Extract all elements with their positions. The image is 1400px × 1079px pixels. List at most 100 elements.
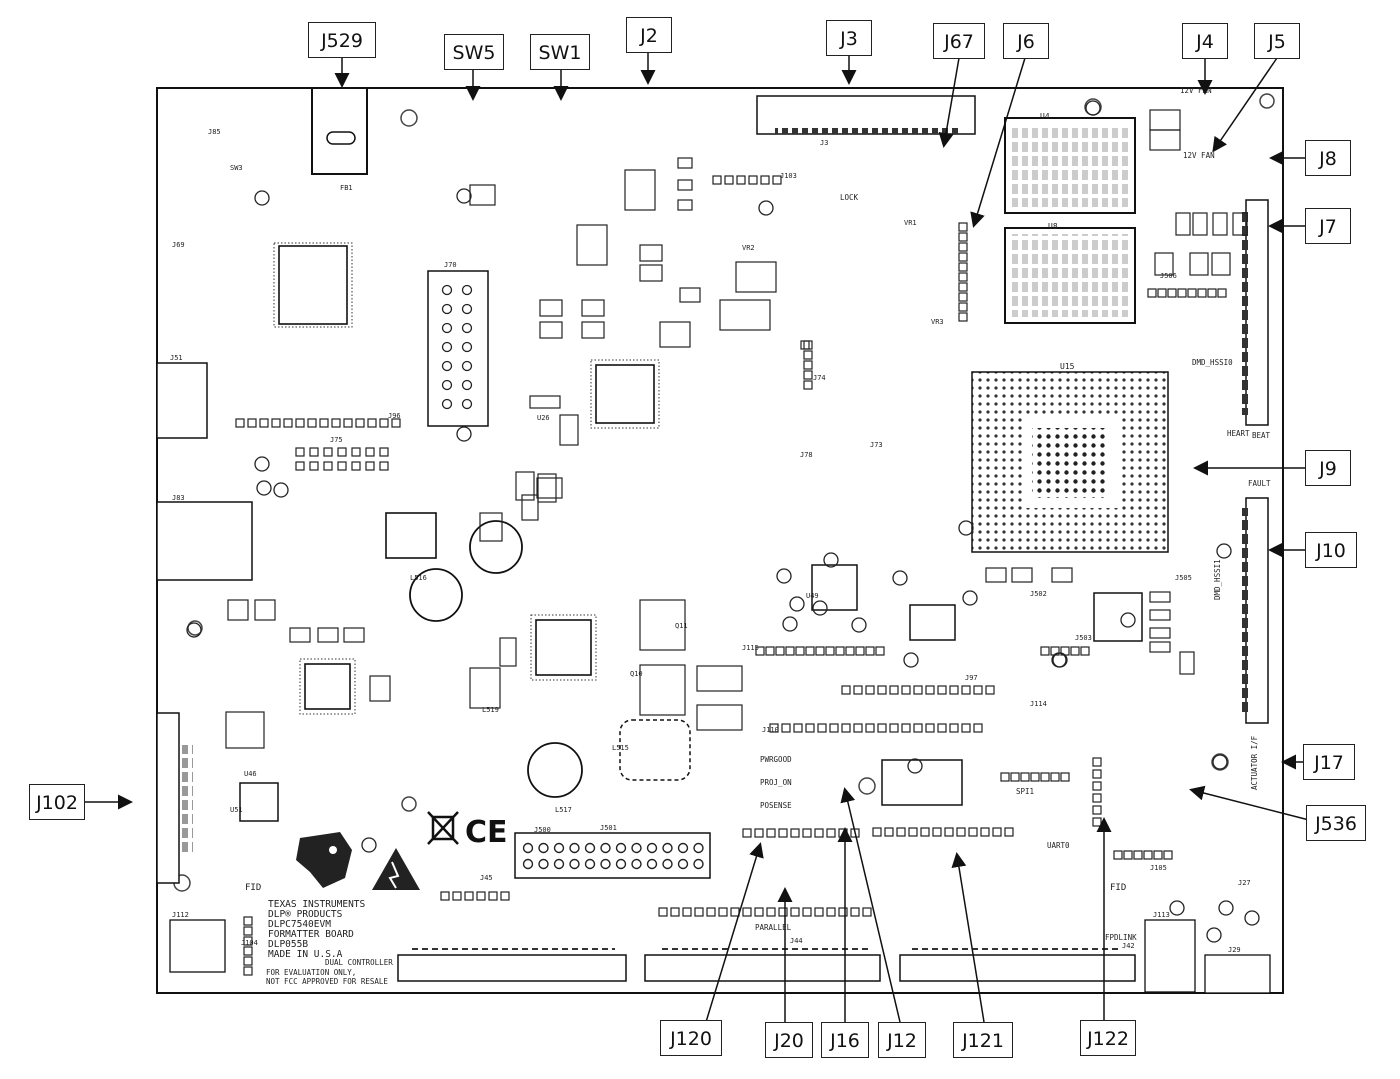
j112-label: J112 [172,911,189,919]
j500-connector [397,948,627,982]
callout-leaders [80,51,1310,1023]
u26-label: U26 [537,414,550,422]
j85-label: J85 [208,128,221,136]
callout-j17: J17 [1303,744,1355,780]
callout-j5: J5 [1254,23,1300,59]
j500-label: J500 [534,826,551,834]
callout-j2: J2 [626,17,672,53]
j114-label: J114 [1030,700,1047,708]
j110-label: J110 [762,726,779,734]
l516-label: L516 [410,574,427,582]
j501-label: J501 [600,824,617,832]
j29-label: J29 [1228,946,1241,954]
j113-label: J113 [1153,911,1170,919]
j78-label: J78 [800,451,813,459]
j44-connector [644,948,881,982]
callout-j7: J7 [1305,208,1351,244]
u15-label: U15 [1060,362,1075,371]
j97-label: J97 [965,674,978,682]
silk-products: DLP® PRODUCTS [268,909,343,920]
silk-actuator: ACTUATOR I/F [1250,735,1259,790]
j73-label: J73 [870,441,883,449]
callout-j102: J102 [29,784,85,820]
j506-label: J506 [1160,272,1177,280]
fb1-label: FB1 [340,184,353,192]
j42-label: J42 [1122,942,1135,950]
silk-beat: BEAT [1252,431,1271,440]
callout-j121: J121 [953,1022,1013,1058]
silk-dmd-hssi1: DMD_HSSI1 [1213,559,1222,600]
callout-sw1: SW1 [530,34,590,70]
test-points [186,100,1260,943]
j44-label: J44 [790,937,803,945]
j83-connector [156,501,253,581]
vr2-label: VR2 [742,244,755,252]
qfp-packages [278,245,655,710]
j103-label: J103 [780,172,797,180]
u4-label: U4 [1040,112,1050,121]
j74-label: J74 [813,374,826,382]
j10-connector [1242,497,1269,724]
callout-j20: J20 [765,1022,813,1058]
j42-connector [899,948,1136,982]
callout-j529: J529 [308,22,376,58]
l515-label: L515 [612,744,629,752]
ti-logo [296,832,352,888]
q11-label: Q11 [675,622,688,630]
j51-connector [156,362,208,439]
silk-12v-fan-b: 12V FAN [1183,151,1215,160]
esd-warning-icon [372,848,420,890]
qfp-pins [273,242,660,715]
u46-label: U46 [244,770,257,778]
j29-connector [1204,954,1271,994]
silk-model: DLPC7540EVM [268,919,331,930]
j96-label: J96 [388,412,401,420]
silk-parallel: PARALLEL [755,923,792,932]
l515-inductor [619,719,691,781]
silk-pwrgood: PWRGOOD [760,755,792,764]
sw3-label: SW3 [230,164,243,172]
j104-label: J104 [241,939,258,947]
silk-12v-fan-a: 12V FAN [1180,86,1212,95]
silk-disclaimer-2: NOT FCC APPROVED FOR RESALE [266,977,388,986]
j70-label: J70 [444,261,457,269]
callout-j6: J6 [1003,23,1049,59]
j115-label: J115 [742,644,759,652]
callout-j122: J122 [1080,1020,1136,1056]
l519-label: L519 [482,706,499,714]
silk-board: FORMATTER BOARD [268,929,354,940]
j502-label: J502 [1030,590,1047,598]
u15-controller-bga: U15 [971,362,1169,553]
silk-posense: POSENSE [760,801,792,810]
j75-label: J75 [330,436,343,444]
u8-memory: U8 [1004,222,1136,324]
silk-fpdlink: FPDLINK [1105,933,1137,942]
j70-header [427,270,489,427]
callout-j9: J9 [1305,450,1351,486]
j3-connector: J3 [756,95,976,147]
weee-bin-icon [427,811,459,845]
vr1-label: VR1 [904,219,917,227]
j27-label: J27 [1238,879,1251,887]
silk-proj-on: PROJ_ON [760,778,792,787]
silk-disclaimer-1: FOR EVALUATION ONLY, [266,968,356,977]
silk-uart0: UART0 [1047,841,1070,850]
callout-j16: J16 [821,1022,869,1058]
j501-header: J501 [514,824,711,879]
callout-sw5: SW5 [444,34,504,70]
header-strips [235,175,1227,976]
passive-components [225,109,1248,749]
j105-label: J105 [1150,864,1167,872]
silk-spi1: SPI1 [1016,787,1034,796]
u51-label: U51 [230,806,243,814]
callout-j120: J120 [660,1020,722,1056]
ce-mark: CE [465,815,508,850]
j529-jack [311,87,368,175]
q10-label: Q10 [630,670,643,678]
j505-label: J505 [1175,574,1192,582]
svg-text:J3: J3 [820,139,828,147]
silk-part: DLP055B [268,939,308,950]
silk-lock: LOCK [840,193,859,202]
